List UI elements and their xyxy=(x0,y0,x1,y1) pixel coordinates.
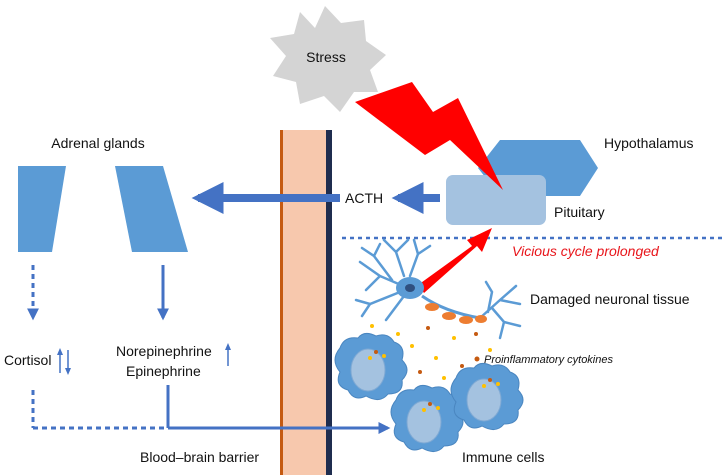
cytokine-dots xyxy=(370,324,502,380)
immune-cells-label: Immune cells xyxy=(462,449,544,465)
pituitary-shape xyxy=(446,175,546,225)
proinflammatory-cytokines-label: Proinflammatory cytokines xyxy=(484,354,613,366)
adrenal-gland-left xyxy=(18,166,66,252)
damaged-axon xyxy=(421,294,487,324)
blood-brain-barrier xyxy=(280,130,332,475)
stress-burst xyxy=(270,6,386,112)
hypothalamus-label: Hypothalamus xyxy=(604,135,694,151)
adrenal-glands-label: Adrenal glands xyxy=(51,135,144,151)
immune-cells xyxy=(334,332,524,453)
adrenal-gland-right xyxy=(115,166,188,252)
cortisol-label: Cortisol xyxy=(4,352,51,368)
damaged-neuronal-tissue-label: Damaged neuronal tissue xyxy=(530,291,690,307)
acth-label: ACTH xyxy=(345,190,383,206)
epinephrine-label: Epinephrine xyxy=(126,363,201,379)
norepinephrine-up-arrow-icon xyxy=(225,343,231,366)
vicious-cycle-label: Vicious cycle prolonged xyxy=(512,243,660,259)
neuron-nucleus xyxy=(405,284,415,292)
immune-cell-cytokines xyxy=(368,350,500,412)
pituitary-label: Pituitary xyxy=(554,204,605,220)
blood-brain-barrier-label: Blood–brain barrier xyxy=(140,449,259,465)
norepinephrine-label: Norepinephrine xyxy=(116,343,212,359)
lightning-bolt xyxy=(355,82,503,190)
stress-label: Stress xyxy=(306,49,346,65)
cortisol-up-down-icon xyxy=(57,348,71,375)
feedback-arrow xyxy=(418,228,492,293)
damaged-neuron xyxy=(354,238,522,340)
